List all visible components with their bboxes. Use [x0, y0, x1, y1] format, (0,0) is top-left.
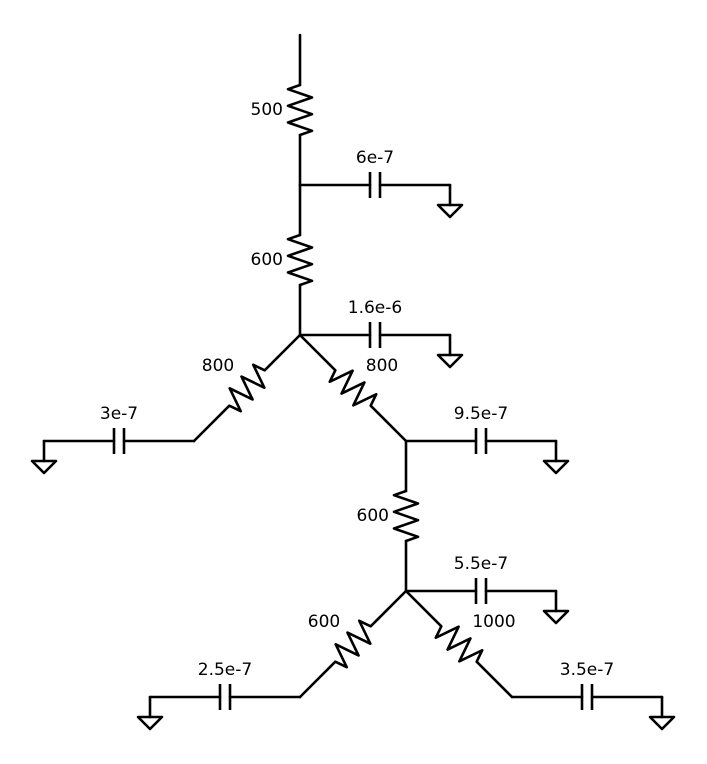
resistor-label-r1: 500	[251, 100, 283, 120]
resistor-label-r2: 600	[251, 250, 283, 270]
ground-symbol-c4	[542, 439, 570, 475]
capacitor-label-c6: 2.5e-7	[198, 660, 252, 680]
resistor-r3	[192, 333, 302, 443]
resistor-r1	[286, 83, 314, 137]
capacitor-c3	[112, 428, 126, 454]
resistor-r6	[298, 589, 408, 699]
ground-symbol-c6	[136, 695, 164, 731]
ground-symbol-c7	[648, 695, 676, 731]
resistor-r5	[392, 489, 420, 543]
resistor-r2	[286, 233, 314, 287]
resistor-label-r7: 1000	[472, 612, 515, 632]
ground-symbol-c1	[436, 183, 464, 219]
resistor-label-r5: 600	[357, 506, 389, 526]
resistor-r7	[404, 589, 514, 699]
capacitor-label-c7: 3.5e-7	[560, 660, 614, 680]
circuit-components	[30, 83, 676, 731]
capacitor-label-c1: 6e-7	[356, 148, 394, 168]
ground-symbol-c5	[542, 589, 570, 625]
circuit-wires	[42, 33, 664, 699]
capacitor-c5	[474, 578, 488, 604]
resistor-label-r4: 800	[366, 356, 398, 376]
capacitor-label-c4: 9.5e-7	[454, 404, 508, 424]
resistor-label-r3: 800	[202, 356, 234, 376]
capacitor-c4	[474, 428, 488, 454]
capacitor-c1	[368, 172, 382, 198]
capacitor-c7	[580, 684, 594, 710]
capacitor-c2	[368, 322, 382, 348]
capacitor-label-c5: 5.5e-7	[454, 554, 508, 574]
component-labels: 500 6e-7 600 1.6e-6 800 3e-7 800 9.5e-7 600 5.5e-…	[100, 100, 614, 680]
resistor-label-r6: 600	[308, 612, 340, 632]
capacitor-c6	[218, 684, 232, 710]
resistor-r4	[298, 333, 408, 443]
capacitor-label-c2: 1.6e-6	[348, 298, 402, 318]
ground-symbol-c3	[30, 439, 58, 475]
capacitor-label-c3: 3e-7	[100, 404, 138, 424]
ground-symbol-c2	[436, 333, 464, 369]
